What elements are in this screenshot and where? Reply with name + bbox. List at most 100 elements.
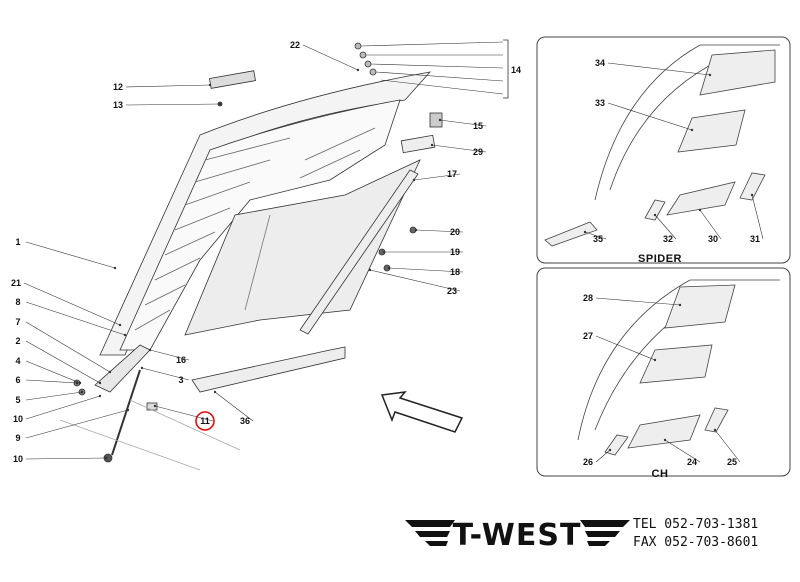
leader-line [25, 391, 83, 401]
leader-line [439, 119, 487, 127]
leader-line [654, 214, 677, 240]
callout-main-2[interactable]: 2 [15, 336, 20, 346]
leader-line [125, 84, 211, 88]
callout-main-1[interactable]: 1 [15, 237, 20, 247]
callout-spider-35[interactable]: 35 [593, 234, 603, 244]
leader-line [595, 449, 611, 463]
leader-dot [78, 381, 82, 385]
leader-line-14 [360, 41, 504, 47]
leader-line [25, 301, 126, 336]
leader-dot [208, 83, 212, 87]
leader-dot [653, 213, 657, 217]
callout-main-6[interactable]: 6 [15, 375, 20, 385]
direction-arrow-icon [380, 391, 464, 433]
leader-dot [708, 73, 712, 77]
leader-line [607, 102, 693, 131]
leader-dot [123, 333, 127, 337]
callout-main-11[interactable]: 11 [200, 416, 210, 426]
leader-line [302, 44, 359, 71]
leader-dot [108, 370, 112, 374]
leader-dot [104, 456, 108, 460]
callout-main-18[interactable]: 18 [450, 267, 460, 277]
callout-main-7[interactable]: 7 [15, 317, 20, 327]
leader-line [25, 241, 116, 269]
callout-ch-27[interactable]: 27 [583, 331, 593, 341]
leader-line [25, 340, 101, 384]
callout-main-3[interactable]: 3 [178, 375, 183, 385]
leader-line [664, 439, 701, 463]
leader-line [595, 335, 656, 361]
leader-line [125, 103, 221, 106]
callout-main-13[interactable]: 13 [113, 100, 123, 110]
callout-main-20[interactable]: 20 [450, 227, 460, 237]
callout-spider-32[interactable]: 32 [663, 234, 673, 244]
callout-spider-31[interactable]: 31 [750, 234, 760, 244]
callout-spider-33[interactable]: 33 [595, 98, 605, 108]
highlight-circle [195, 411, 215, 431]
callout-main-29[interactable]: 29 [473, 147, 483, 157]
leader-dot [690, 128, 694, 132]
leader-dot [368, 268, 372, 272]
callout-main-12[interactable]: 12 [113, 82, 123, 92]
callout-main-8[interactable]: 8 [15, 297, 20, 307]
hood-slots [134, 127, 376, 331]
leader-line [25, 379, 78, 384]
callout-main-4[interactable]: 4 [15, 356, 20, 366]
leader-dot [663, 438, 667, 442]
callout-ch-24[interactable]: 24 [687, 457, 697, 467]
leader-dot [113, 266, 117, 270]
leader-line [415, 229, 464, 233]
leader-line-14 [370, 63, 504, 69]
t-west-logo: T-WEST [405, 518, 630, 553]
callout-main-10[interactable]: 10 [13, 414, 23, 424]
callout-ch-26[interactable]: 26 [583, 457, 593, 467]
callout-main-36[interactable]: 36 [240, 416, 250, 426]
contact-info: TEL 052-703-1381 FAX 052-703-8601 [633, 516, 758, 552]
leader-dot [438, 118, 442, 122]
callout-ch-28[interactable]: 28 [583, 293, 593, 303]
callout-spider-34[interactable]: 34 [595, 58, 605, 68]
leader-dot [382, 250, 386, 254]
leader-dot [387, 266, 391, 270]
leader-dot [148, 348, 152, 352]
leader-dot [608, 448, 612, 452]
leader-dot [698, 208, 702, 212]
leader-dot [80, 390, 84, 394]
leader-lines [23, 41, 764, 463]
leader-dot [678, 303, 682, 307]
callout-main-15[interactable]: 15 [473, 121, 483, 131]
leader-dot [126, 408, 130, 412]
ch-title: CH [652, 468, 669, 480]
callout-main-21[interactable]: 21 [11, 278, 21, 288]
callout-main-22[interactable]: 22 [290, 40, 300, 50]
fax-number: FAX 052-703-8601 [633, 535, 759, 550]
callout-main-14[interactable]: 14 [511, 65, 521, 75]
svg-text:T-WEST: T-WEST [453, 518, 582, 553]
leader-line [214, 391, 254, 422]
callout-main-23[interactable]: 23 [447, 286, 457, 296]
callout-main-9[interactable]: 9 [15, 433, 20, 443]
leader-dot [75, 381, 79, 385]
callout-spider-30[interactable]: 30 [708, 234, 718, 244]
callout-ch-25[interactable]: 25 [727, 457, 737, 467]
leader-line-14 [380, 79, 504, 95]
callout-main-5[interactable]: 5 [15, 395, 20, 405]
leader-dot [218, 102, 222, 106]
leader-line [751, 194, 764, 240]
callout-main-16[interactable]: 16 [176, 355, 186, 365]
callout-main-17[interactable]: 17 [447, 169, 457, 179]
leader-line [607, 62, 711, 76]
leader-line [431, 144, 487, 153]
callout-main-10[interactable]: 10 [13, 454, 23, 464]
leader-line [25, 360, 81, 384]
leader-dot [583, 230, 587, 234]
bracket-14 [503, 39, 509, 99]
callout-main-19[interactable]: 19 [450, 247, 460, 257]
seal-36 [191, 346, 346, 393]
leader-line [25, 395, 101, 420]
spider-panel [536, 36, 791, 264]
panel-drawings [544, 44, 780, 456]
leader-dot [118, 323, 122, 327]
leader-dot [153, 404, 157, 408]
leader-line [699, 209, 722, 240]
